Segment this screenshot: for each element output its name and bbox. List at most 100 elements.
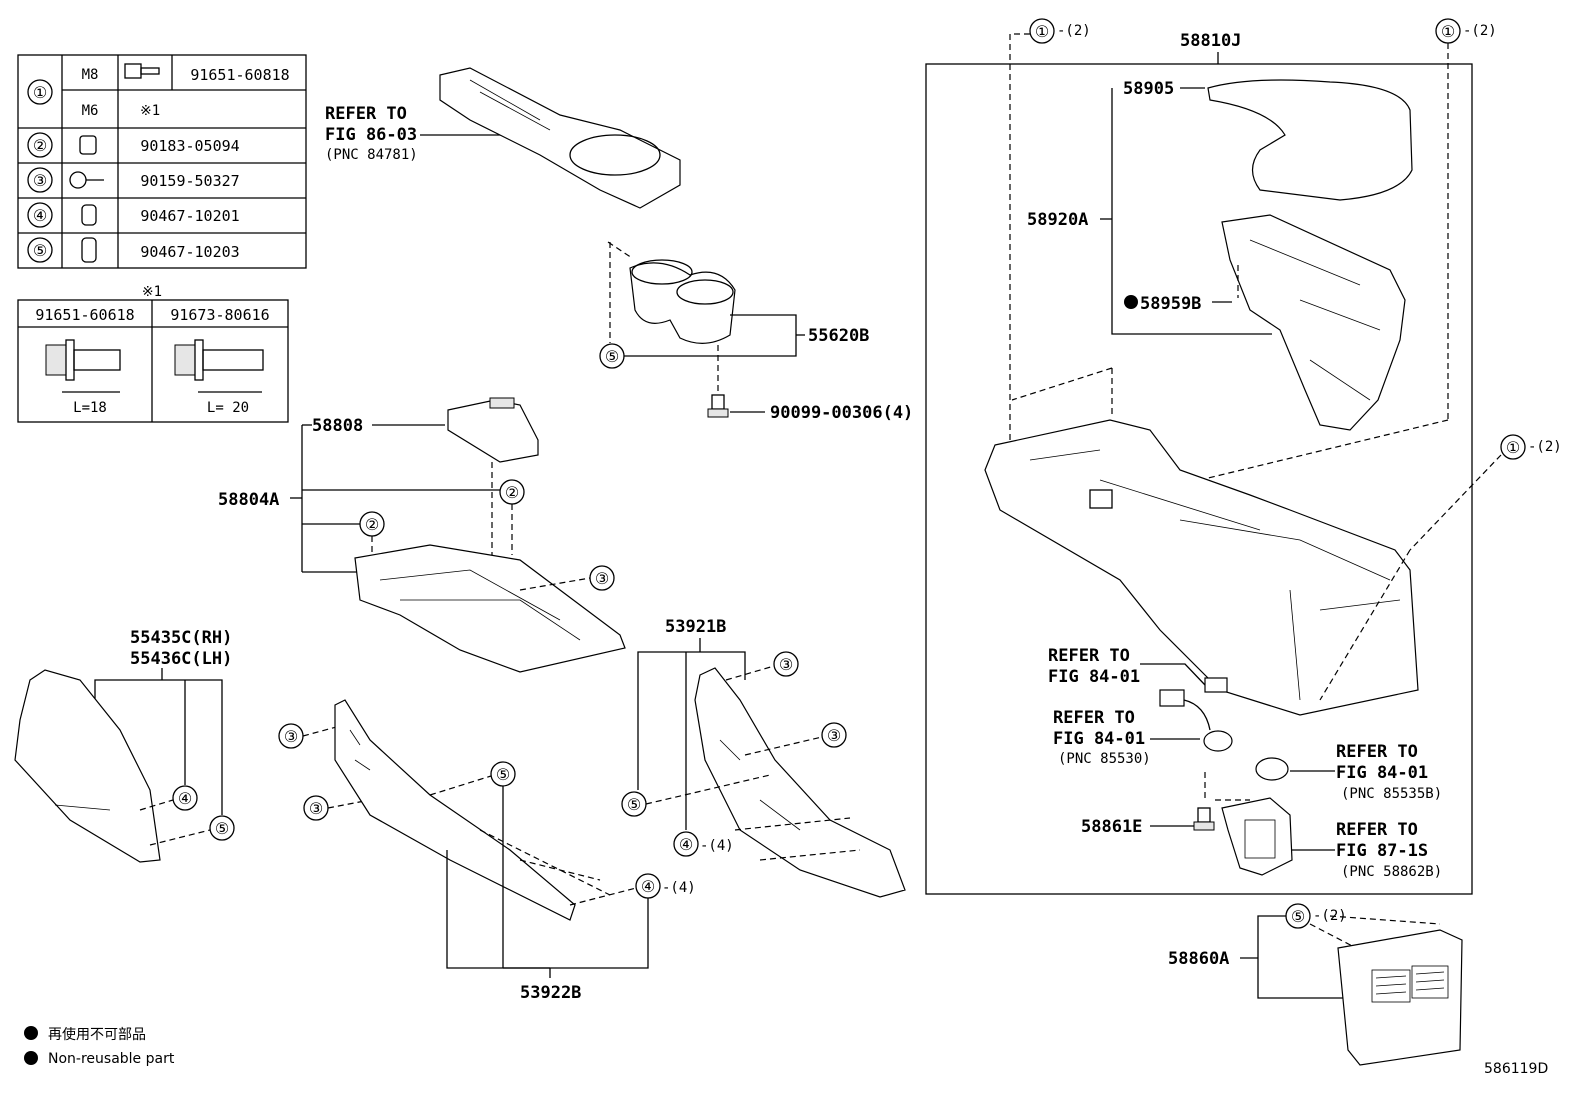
label-58959B: 58959B bbox=[1140, 294, 1201, 314]
svg-text:⑤: ⑤ bbox=[1291, 907, 1305, 926]
console-side-panel-part bbox=[694, 667, 906, 898]
svg-text:FIG 84-01: FIG 84-01 bbox=[1336, 763, 1428, 783]
shift-base-group: 58808 58804A ② ② ③ bbox=[218, 397, 626, 673]
clip-icon bbox=[81, 237, 97, 263]
diagram-id: 586119D bbox=[1484, 1061, 1548, 1077]
svg-text:⑤: ⑤ bbox=[496, 765, 510, 784]
table-row-6-num: ⑤ bbox=[33, 241, 47, 260]
svg-text:④: ④ bbox=[178, 789, 192, 808]
svg-text:⑤: ⑤ bbox=[605, 347, 619, 366]
cover-part bbox=[1221, 797, 1293, 876]
label-55435C: 55435C(RH) bbox=[130, 628, 232, 648]
label-58860A: 58860A bbox=[1168, 949, 1229, 969]
table-row-4-part: 90159-50327 bbox=[140, 172, 239, 190]
shift-boot-part bbox=[447, 397, 539, 463]
svg-text:①: ① bbox=[1441, 22, 1455, 41]
legend-en: Non-reusable part bbox=[48, 1051, 175, 1067]
power-outlet-part bbox=[1203, 730, 1233, 752]
armrest-lid-part bbox=[1207, 79, 1413, 201]
table-row-5-num: ④ bbox=[33, 206, 47, 225]
label-55436C: 55436C(LH) bbox=[130, 649, 232, 669]
svg-text:⑤: ⑤ bbox=[215, 819, 229, 838]
table-row-4-num: ③ bbox=[33, 171, 47, 190]
svg-text:(PNC 85530): (PNC 85530) bbox=[1058, 751, 1151, 767]
svg-text:④: ④ bbox=[641, 877, 655, 896]
table-row-1-num: ① bbox=[33, 83, 47, 102]
svg-text:(PNC 84781): (PNC 84781) bbox=[325, 147, 418, 163]
svg-text:REFER TO: REFER TO bbox=[325, 104, 407, 124]
vent-panel-part bbox=[1337, 929, 1463, 1066]
clip-icon bbox=[79, 135, 97, 155]
console-side-panel-part bbox=[334, 699, 576, 921]
svg-text:①: ① bbox=[1035, 22, 1049, 41]
shift-panel-part bbox=[439, 67, 681, 209]
label-58920A: 58920A bbox=[1027, 210, 1088, 230]
svg-text:FIG 86-03: FIG 86-03 bbox=[325, 125, 417, 145]
label-58861E: 58861E bbox=[1081, 817, 1142, 837]
panel-53921B-group: 53921B ③ ③ ⑤ ④ -(4) bbox=[621, 617, 906, 898]
usb-port-part bbox=[1255, 757, 1289, 781]
svg-text:②: ② bbox=[505, 483, 519, 502]
svg-text:⑤: ⑤ bbox=[627, 795, 641, 814]
table-row-2-part: ※1 bbox=[140, 103, 160, 119]
svg-text:FIG 84-01: FIG 84-01 bbox=[1053, 729, 1145, 749]
svg-text:-(2): -(2) bbox=[1463, 23, 1497, 39]
non-reusable-dot-icon bbox=[1124, 295, 1138, 309]
table-row-3-num: ② bbox=[33, 136, 47, 155]
svg-text:-(2): -(2) bbox=[1528, 439, 1562, 455]
svg-text:(PNC 85535B): (PNC 85535B) bbox=[1341, 786, 1442, 802]
svg-text:-(4): -(4) bbox=[662, 880, 696, 896]
svg-text:③: ③ bbox=[284, 727, 298, 746]
svg-text:③: ③ bbox=[309, 799, 323, 818]
screw-icon bbox=[1193, 807, 1215, 831]
bolt-icon bbox=[124, 63, 160, 79]
svg-text:(PNC 58862B): (PNC 58862B) bbox=[1341, 864, 1442, 880]
screw-icon bbox=[69, 171, 104, 189]
bolt-col1-part: 91651-60618 bbox=[35, 306, 134, 324]
label-58804A: 58804A bbox=[218, 490, 279, 510]
cup-holder-group: ⑤ 55620B 90099-00306(4) bbox=[599, 241, 913, 423]
refer-fig-86-03: REFER TO FIG 86-03 (PNC 84781) bbox=[325, 67, 681, 209]
panel-53922B-group: ③ ③ ⑤ ④ -(4) 53922B bbox=[278, 699, 696, 1003]
clip-icon bbox=[81, 204, 97, 226]
table-row-5-part: 90467-10201 bbox=[140, 207, 239, 225]
svg-text:-(2): -(2) bbox=[1057, 23, 1091, 39]
label-53921B: 53921B bbox=[665, 617, 726, 637]
svg-text:FIG 87-1S: FIG 87-1S bbox=[1336, 841, 1428, 861]
svg-text:①: ① bbox=[1506, 438, 1520, 457]
svg-text:③: ③ bbox=[779, 655, 793, 674]
svg-text:REFER TO: REFER TO bbox=[1048, 646, 1130, 666]
connector-part bbox=[1159, 677, 1228, 731]
bolt-icon bbox=[45, 339, 121, 393]
svg-text:③: ③ bbox=[595, 569, 609, 588]
label-90099-00306: 90099-00306(4) bbox=[770, 403, 913, 423]
console-box-group: 58810J ① -(2) ① -(2) 58905 58920A 58959B bbox=[925, 18, 1562, 895]
label-58905: 58905 bbox=[1123, 79, 1174, 99]
svg-text:REFER TO: REFER TO bbox=[1336, 742, 1418, 762]
svg-text:REFER TO: REFER TO bbox=[1336, 820, 1418, 840]
label-55620B: 55620B bbox=[808, 326, 869, 346]
table-row-2-size: M6 bbox=[82, 103, 99, 119]
cup-holder-part bbox=[629, 259, 736, 344]
table-row-1-size: M8 bbox=[82, 67, 99, 83]
legend-jp: 再使用不可部品 bbox=[48, 1026, 146, 1043]
table-row-6-part: 90467-10203 bbox=[140, 243, 239, 261]
non-reusable-dot-icon bbox=[24, 1051, 38, 1065]
svg-text:④: ④ bbox=[679, 835, 693, 854]
svg-text:-(4): -(4) bbox=[700, 838, 734, 854]
screw-icon bbox=[707, 394, 729, 418]
bolt-table: ※1 91651-60618 91673-80616 L=18 L= 20 bbox=[17, 284, 289, 423]
rear-vent-group: ⑤ -(2) 58860A bbox=[1168, 903, 1463, 1066]
non-reusable-dot-icon bbox=[24, 1026, 38, 1040]
label-53922B: 53922B bbox=[520, 983, 581, 1003]
svg-text:-(2): -(2) bbox=[1313, 908, 1347, 924]
fastener-table: ① M8 91651-60818 M6 ※1 ② 90183-05094 ③ 9… bbox=[17, 54, 307, 269]
console-box-part bbox=[984, 419, 1419, 716]
bolt-icon bbox=[174, 339, 264, 393]
bolt-col1-length: L=18 bbox=[73, 400, 107, 416]
table-row-3-part: 90183-05094 bbox=[140, 137, 239, 155]
svg-text:REFER TO: REFER TO bbox=[1053, 708, 1135, 728]
svg-text:③: ③ bbox=[827, 726, 841, 745]
svg-text:FIG 84-01: FIG 84-01 bbox=[1048, 667, 1140, 687]
